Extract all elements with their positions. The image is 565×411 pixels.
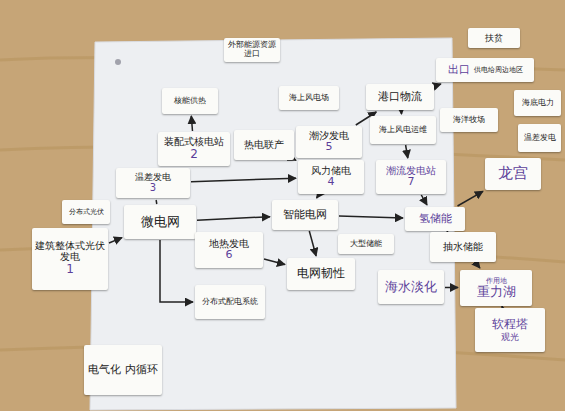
card-text: 龙宫: [498, 165, 528, 182]
card-text: 温差发电: [524, 134, 556, 143]
concept-card: 核能供热: [162, 88, 218, 114]
concept-card: 潮汐发电5: [296, 126, 362, 158]
callout-number: 3: [150, 182, 156, 194]
arrow-connector: [445, 287, 458, 289]
concept-card: 软程塔观光: [475, 308, 545, 352]
arrow-connector: [264, 259, 285, 265]
callout-number: 2: [190, 148, 198, 162]
concept-card: 海上风电场: [279, 86, 339, 110]
concept-card: 作用地重力湖: [460, 270, 532, 306]
card-text: 智能电网: [283, 209, 327, 222]
card-text: 海洋牧场: [453, 116, 485, 125]
concept-card: 分布式光伏: [62, 200, 110, 224]
arrow-connector: [406, 145, 408, 158]
arrow-connector: [501, 306, 503, 307]
concept-card: 龙宫: [485, 158, 541, 190]
arrow-connector: [476, 263, 480, 268]
arrow-connector: [317, 195, 319, 198]
arrow-connector: [435, 84, 441, 86]
card-text: 风力储电: [311, 165, 351, 177]
concept-card: 温差发电3: [116, 168, 190, 198]
arrow-connector: [191, 178, 296, 182]
arrow-connector: [109, 238, 122, 243]
arrow-connector: [155, 200, 157, 204]
concept-card: 海水淡化: [378, 270, 444, 304]
arrow-connector: [421, 195, 427, 205]
concept-card: 温差发电: [518, 124, 561, 152]
concept-card: 风力储电4: [298, 160, 364, 194]
concept-card: 扶贫: [468, 28, 520, 48]
card-text: 海水淡化: [385, 280, 437, 295]
concept-card: 海洋牧场: [440, 108, 498, 132]
concept-card: 地热发电6: [195, 232, 263, 268]
concept-card: 氢储能: [405, 207, 465, 231]
concept-card: 潮流发电站7: [376, 160, 446, 194]
callout-number: 6: [226, 249, 233, 262]
card-text: 海上风电运维: [379, 126, 427, 135]
card-text: 海上风电场: [289, 94, 329, 103]
concept-card: 装配式核电站2: [158, 132, 230, 166]
concept-card: 海底电力: [514, 90, 561, 116]
card-text: 装配式核电站: [164, 136, 224, 148]
card-text: 微电网: [141, 215, 180, 230]
arrow-connector: [401, 111, 403, 114]
card-text: 重力湖: [477, 285, 516, 300]
card-text: 供电给周边地区: [474, 66, 523, 74]
concept-card: 抽水储能: [430, 232, 496, 262]
card-text: 建筑整体式光伏发电: [35, 241, 105, 263]
card-text: 热电联产: [244, 139, 284, 151]
concept-card: 热电联产: [234, 130, 294, 160]
card-text: 出口: [448, 64, 470, 77]
card-text: 分布式光伏: [69, 208, 104, 216]
card-text: 观光: [501, 332, 519, 342]
concept-card: 电气化 内循环: [84, 345, 162, 395]
card-text: 电网韧性: [297, 267, 345, 281]
card-text: 扶贫: [485, 33, 503, 43]
card-text: 氢储能: [419, 213, 452, 226]
callout-number: 1: [66, 263, 74, 277]
card-text: 潮流发电站: [386, 165, 436, 177]
callout-number: 5: [326, 141, 333, 154]
arrow-connector: [191, 116, 192, 131]
concept-card: 分布式配电系统: [195, 285, 265, 319]
card-text: 分布式配电系统: [202, 297, 258, 306]
concept-card: 建筑整体式光伏发电1: [32, 228, 108, 290]
callout-number: 7: [408, 176, 415, 189]
card-text: 潮汐发电: [309, 130, 349, 142]
card-text: 电气化 内循环: [88, 364, 158, 377]
card-text: 作用地: [486, 277, 507, 285]
concept-card: 电网韧性: [287, 258, 355, 290]
card-text: 地热发电: [209, 238, 249, 250]
card-text: 海底电力: [522, 99, 554, 108]
arrow-connector: [160, 240, 193, 302]
card-text: 港口物流: [378, 91, 422, 104]
card-text: 核能供热: [174, 97, 206, 106]
arrow-connector: [339, 216, 403, 218]
callout-number: 4: [328, 176, 335, 189]
concept-card: 微电网: [124, 205, 196, 239]
concept-card: 港口物流: [366, 84, 434, 110]
concept-card: 海上风电运维: [370, 116, 436, 144]
card-text: 抽水储能: [443, 241, 483, 253]
card-text: 温差发电: [135, 172, 171, 182]
concept-card: 智能电网: [272, 200, 338, 230]
card-text: 软程塔: [492, 318, 528, 332]
concept-card: 大型储能: [338, 234, 394, 254]
arrow-connector: [458, 191, 484, 206]
card-text: 大型储能: [350, 239, 382, 248]
arrow-connector: [309, 231, 316, 256]
concept-card: 出口供电给周边地区: [436, 58, 534, 82]
concept-card: 外部能源资源进口: [224, 38, 280, 62]
arrow-connector: [295, 159, 296, 161]
arrow-connector: [197, 217, 270, 221]
card-text: 外部能源资源进口: [227, 41, 277, 58]
